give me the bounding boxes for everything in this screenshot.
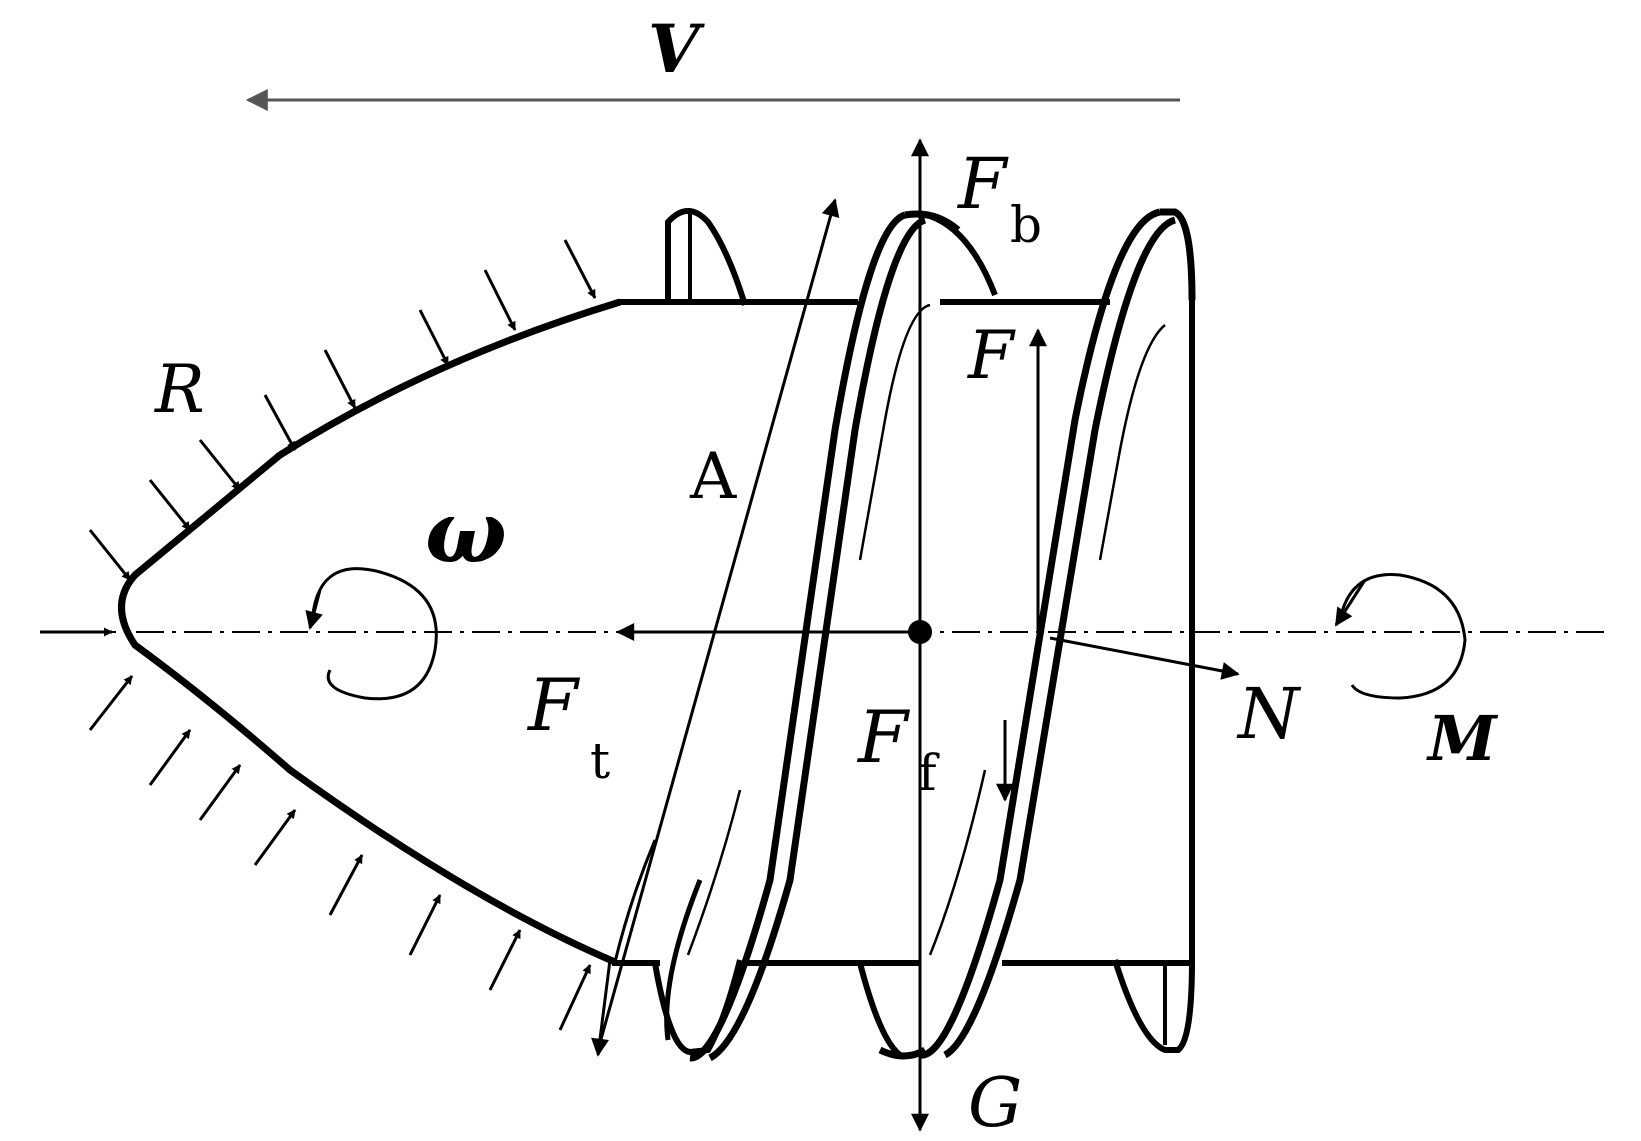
omega-rotation-icon	[305, 567, 438, 701]
label-velocity: V	[648, 10, 705, 88]
normal-force-arrow	[1049, 636, 1240, 680]
thread-front-bands	[664, 208, 1196, 1062]
svg-text:F: F	[856, 695, 911, 779]
label-omega: ω	[425, 482, 507, 583]
vertical-force-axis	[908, 138, 932, 1132]
moment-rotation-icon	[1334, 573, 1467, 700]
label-gravity: G	[968, 1064, 1022, 1141]
resistance-arrows-lower	[88, 675, 592, 1031]
thread-inner-lines	[686, 303, 1166, 956]
svg-text:F: F	[956, 143, 1009, 225]
label-resistance: R	[154, 351, 205, 428]
helix-tangent-arrow	[591, 198, 840, 1057]
svg-text:t: t	[590, 732, 610, 790]
label-moment: M	[1426, 702, 1499, 775]
svg-text:f: f	[918, 744, 940, 802]
label-buoyancy: F b	[956, 143, 1042, 254]
label-thrust: F t	[526, 663, 610, 790]
resistance-arrows-upper	[40, 239, 597, 637]
label-thread-force: F	[967, 317, 1016, 394]
drill-body	[118, 298, 1195, 966]
svg-text:b: b	[1010, 196, 1042, 254]
label-normal-force: N	[1236, 673, 1302, 755]
svg-text:F: F	[526, 663, 581, 747]
label-point-a: A	[689, 440, 737, 514]
label-friction: F f	[856, 695, 940, 802]
